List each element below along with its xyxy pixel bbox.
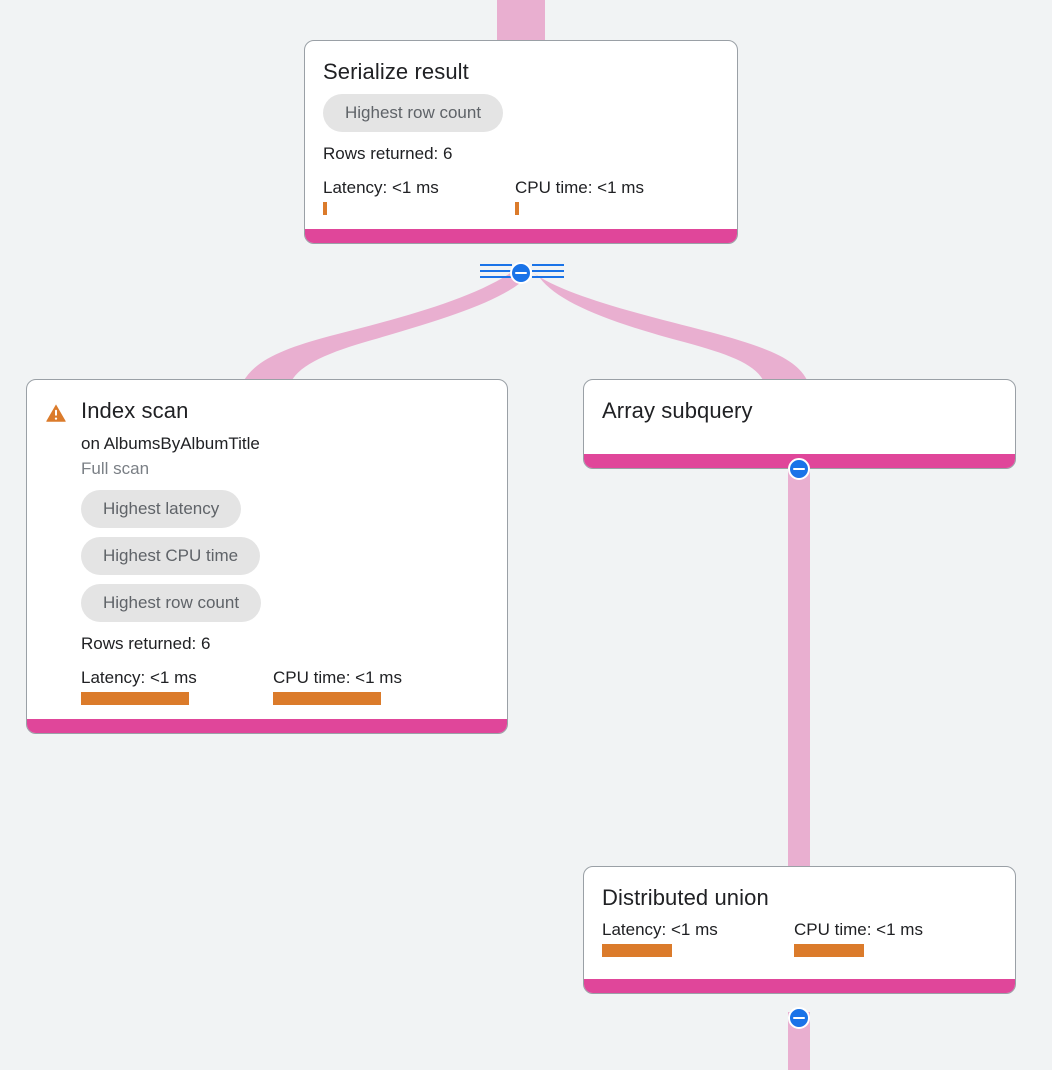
node-title: Serialize result bbox=[323, 59, 469, 84]
metric-cpu-time-label: CPU time: <1 ms bbox=[273, 668, 402, 687]
metric-cpu-time-bar bbox=[273, 692, 381, 705]
node-subtitle: on AlbumsByAlbumTitle bbox=[81, 434, 260, 453]
metric-latency-label: Latency: <1 ms bbox=[81, 668, 197, 687]
metrics-row: Latency: <1 ms CPU time: <1 ms bbox=[602, 919, 997, 957]
metric-latency: Latency: <1 ms bbox=[323, 177, 515, 215]
badge-list: Highest row count bbox=[323, 85, 719, 132]
metric-cpu-time-bar bbox=[794, 944, 864, 957]
metric-latency-label: Latency: <1 ms bbox=[602, 920, 718, 939]
node-scan-type: Full scan bbox=[81, 459, 150, 478]
node-body: Array subquery bbox=[584, 380, 1015, 454]
node-serialize-result[interactable]: Serialize result Highest row count Rows … bbox=[304, 40, 738, 244]
metric-cpu-time-label: CPU time: <1 ms bbox=[794, 920, 923, 939]
edge-incoming-top bbox=[497, 0, 545, 40]
metrics-row: Latency: <1 ms CPU time: <1 ms bbox=[81, 667, 489, 705]
node-title: Array subquery bbox=[602, 398, 753, 423]
metric-cpu-time: CPU time: <1 ms bbox=[273, 667, 402, 705]
rows-returned: Rows returned: 6 bbox=[81, 634, 211, 653]
node-details: on AlbumsByAlbumTitle Full scan Highest … bbox=[45, 432, 489, 705]
node-body: Serialize result Highest row count Rows … bbox=[305, 41, 737, 229]
toggle-serialize-result[interactable] bbox=[510, 262, 532, 284]
metric-cpu-time: CPU time: <1 ms bbox=[794, 919, 923, 957]
node-accent-bar bbox=[27, 719, 507, 733]
node-title: Index scan bbox=[81, 398, 189, 423]
edge-array-subquery-to-distributed-union bbox=[788, 462, 810, 868]
metric-cpu-time: CPU time: <1 ms bbox=[515, 177, 644, 215]
metric-latency-bar bbox=[81, 692, 189, 705]
node-header: Distributed union bbox=[602, 885, 997, 911]
badge-highest-row-count: Highest row count bbox=[81, 584, 262, 622]
node-distributed-union[interactable]: Distributed union Latency: <1 ms CPU tim… bbox=[583, 866, 1016, 994]
metric-latency-bar bbox=[602, 944, 672, 957]
metric-latency: Latency: <1 ms bbox=[81, 667, 273, 705]
toggle-array-subquery[interactable] bbox=[788, 458, 810, 480]
metric-cpu-time-bar bbox=[515, 202, 519, 215]
node-header: Index scan bbox=[45, 398, 489, 424]
metric-latency: Latency: <1 ms bbox=[602, 919, 794, 957]
node-body: Distributed union Latency: <1 ms CPU tim… bbox=[584, 867, 1015, 979]
metric-cpu-time-label: CPU time: <1 ms bbox=[515, 178, 644, 197]
node-accent-bar bbox=[305, 229, 737, 243]
node-header: Serialize result bbox=[323, 59, 719, 85]
metric-latency-label: Latency: <1 ms bbox=[323, 178, 439, 197]
node-accent-bar bbox=[584, 979, 1015, 993]
toggle-distributed-union[interactable] bbox=[788, 1007, 810, 1029]
badge-highest-latency: Highest latency bbox=[81, 490, 242, 528]
badge-list: Highest latency bbox=[81, 481, 489, 528]
node-title: Distributed union bbox=[602, 885, 769, 910]
badge-list: Highest CPU time bbox=[81, 528, 489, 575]
metric-latency-bar bbox=[323, 202, 327, 215]
node-header: Array subquery bbox=[602, 398, 997, 424]
rows-returned: Rows returned: 6 bbox=[323, 144, 453, 163]
node-body: Index scan on AlbumsByAlbumTitle Full sc… bbox=[27, 380, 507, 719]
warning-triangle-icon bbox=[46, 404, 66, 422]
node-index-scan[interactable]: Index scan on AlbumsByAlbumTitle Full sc… bbox=[26, 379, 508, 734]
badge-highest-cpu-time: Highest CPU time bbox=[81, 537, 261, 575]
metrics-row: Latency: <1 ms CPU time: <1 ms bbox=[323, 177, 719, 215]
node-array-subquery[interactable]: Array subquery bbox=[583, 379, 1016, 469]
edge-serialize-to-index-scan bbox=[243, 272, 528, 382]
badge-list: Highest row count bbox=[81, 575, 489, 622]
badge-highest-row-count: Highest row count bbox=[323, 94, 504, 132]
branch-marker-lines bbox=[480, 264, 564, 278]
edge-serialize-to-array-subquery bbox=[532, 272, 808, 382]
